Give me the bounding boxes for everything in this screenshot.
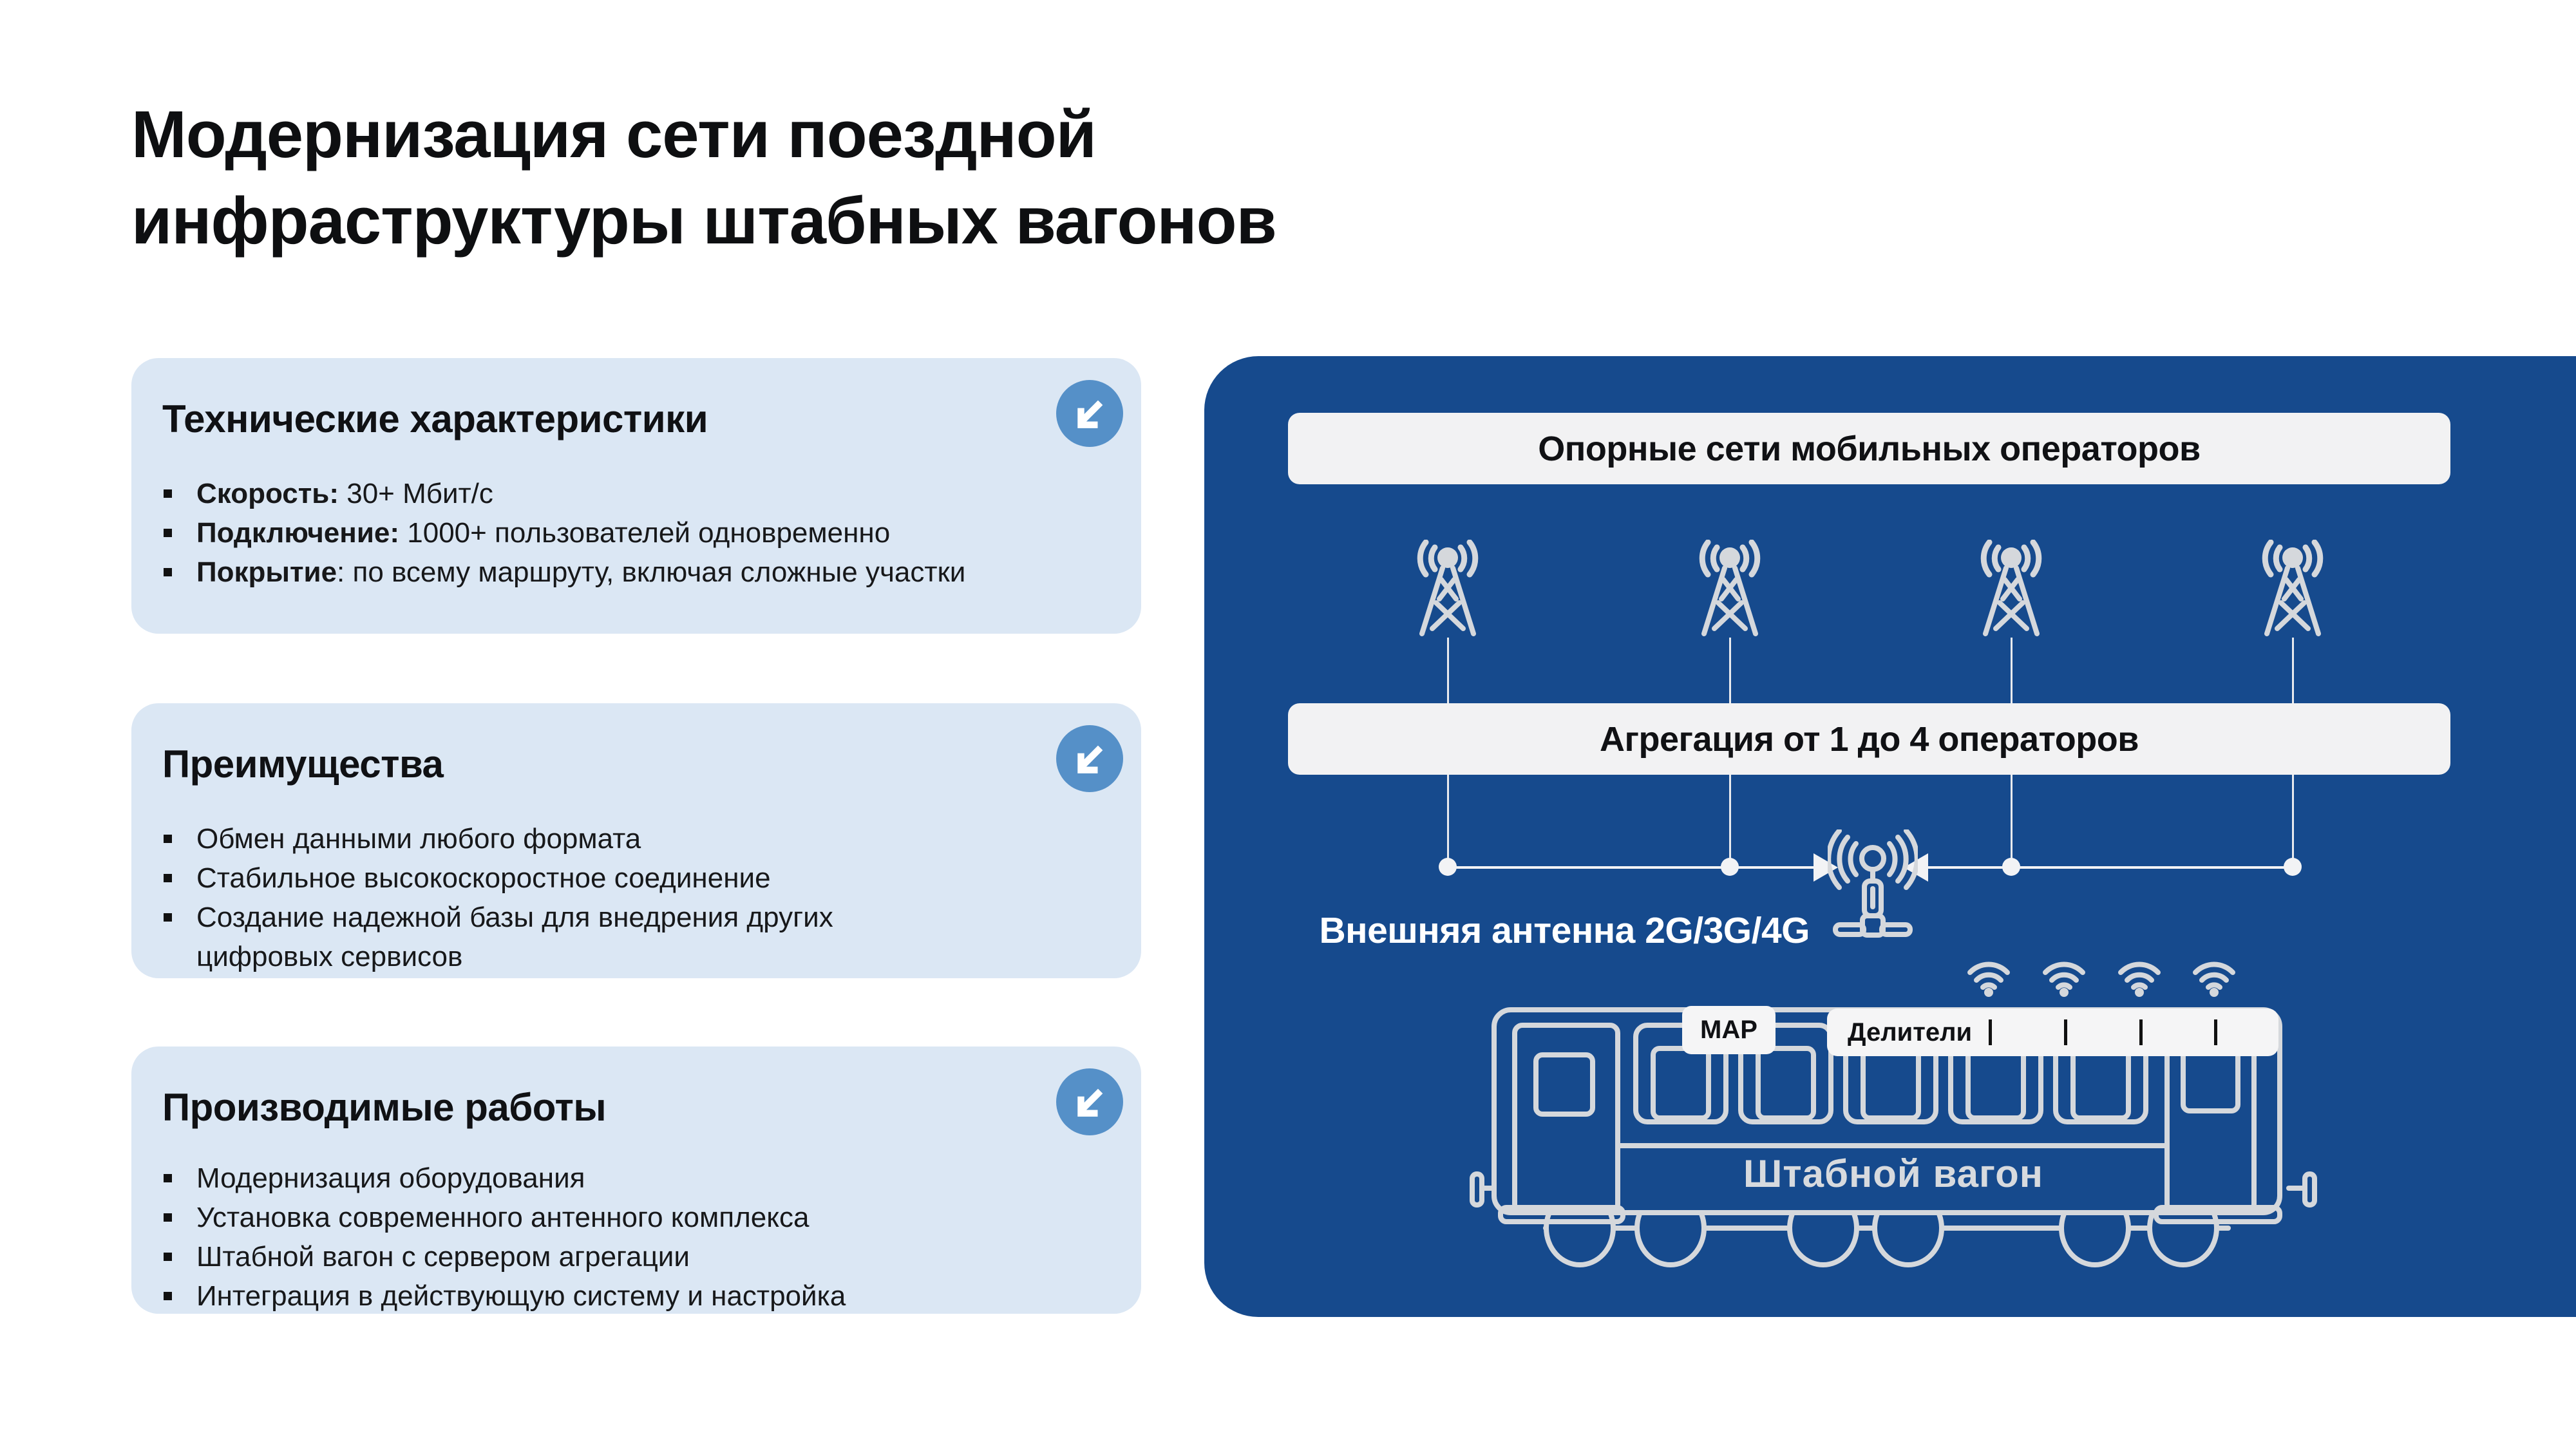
cell-tower-icon [2254,540,2331,636]
card-advantages-bullets: Обмен данными любого формата Стабильное … [162,819,1045,976]
map-label-box: МАР [1682,1006,1776,1054]
bullet-square-icon [164,529,172,537]
page-title-line2: инфраструктуры штабных вагонов [131,183,1277,258]
card-tech-specs-expand-button[interactable] [1056,380,1123,447]
arrow-down-left-icon [1056,725,1123,792]
divider-tick [2214,1019,2217,1045]
cell-tower-icon [1973,540,2050,636]
card-advantages-title: Преимущества [162,743,444,786]
cell-tower-icon [1691,540,1768,636]
bullet-square-icon [164,568,172,576]
list-item: Модернизация оборудования [162,1159,1045,1198]
page-title: Модернизация сети поездной инфраструктур… [131,91,1277,264]
card-tech-specs-bullets: Скорость: 30+ Мбит/с Подключение: 1000+ … [162,474,1045,592]
antenna-label: Внешняя антенна 2G/3G/4G [1319,910,1810,951]
list-item: Установка современного антенного комплек… [162,1198,1045,1237]
wifi-icon [1966,957,2011,997]
operators-backbone-bar: Опорные сети мобильных операторов [1288,413,2450,484]
card-tech-specs: Технические характеристики Скорость: 30+… [131,358,1141,634]
list-item: Скорость: 30+ Мбит/с [162,474,1045,513]
list-item: Интеграция в действующую систему и настр… [162,1276,1045,1316]
connector-dot [2002,858,2020,876]
wifi-icon [2192,957,2237,997]
card-advantages: Преимущества Обмен данными любого формат… [131,703,1141,978]
card-works-title: Производимые работы [162,1086,607,1129]
dividers-label: Делители [1848,1018,1973,1046]
connector-dot [2284,858,2302,876]
bullet-square-icon [164,489,172,498]
card-tech-specs-title: Технические характеристики [162,397,708,440]
bullet-square-icon [164,835,172,843]
connector-line [1448,866,1814,869]
list-item: Обмен данными любого формата [162,819,1045,858]
arrow-down-left-icon [1056,380,1123,447]
list-item: Покрытие: по всему маршруту, включая сло… [162,553,1045,592]
bullet-square-icon [164,874,172,882]
card-works: Производимые работы Модернизация оборудо… [131,1046,1141,1314]
bullet-square-icon [164,1213,172,1222]
card-advantages-expand-button[interactable] [1056,725,1123,792]
card-works-expand-button[interactable] [1056,1068,1123,1135]
page-title-line1: Модернизация сети поездной [131,97,1097,171]
network-diagram-panel: Опорные сети мобильных операторов Агрега… [1204,356,2576,1317]
connector-dot [1721,858,1739,876]
bullet-square-icon [164,1292,172,1300]
list-item: Стабильное высокоскоростное соединение [162,858,1045,898]
wagon-label: Штабной вагон [1743,1152,2044,1195]
wifi-icon [2117,957,2162,997]
cell-tower-icon [1409,540,1486,636]
train-car-icon [1470,1007,2317,1267]
connector-line [1927,866,2293,869]
aggregation-bar: Агрегация от 1 до 4 операторов [1288,703,2450,775]
list-item: Штабной вагон с сервером агрегации [162,1237,1045,1276]
dividers-label-box: Делители [1827,1009,2278,1056]
divider-tick [1989,1019,1992,1045]
map-label: МАР [1700,1016,1757,1044]
wifi-icon [2041,957,2087,997]
divider-tick [2064,1019,2067,1045]
list-item: Подключение: 1000+ пользователей одновре… [162,513,1045,553]
arrow-down-left-icon [1056,1068,1123,1135]
omni-antenna-icon [1828,829,1918,952]
divider-tick [2139,1019,2143,1045]
bullet-square-icon [164,1253,172,1261]
bullet-square-icon [164,913,172,922]
bullet-square-icon [164,1174,172,1182]
list-item: Создание надежной базы для внедрения дру… [162,898,1045,976]
card-works-bullets: Модернизация оборудования Установка совр… [162,1159,1045,1316]
connector-dot [1439,858,1457,876]
